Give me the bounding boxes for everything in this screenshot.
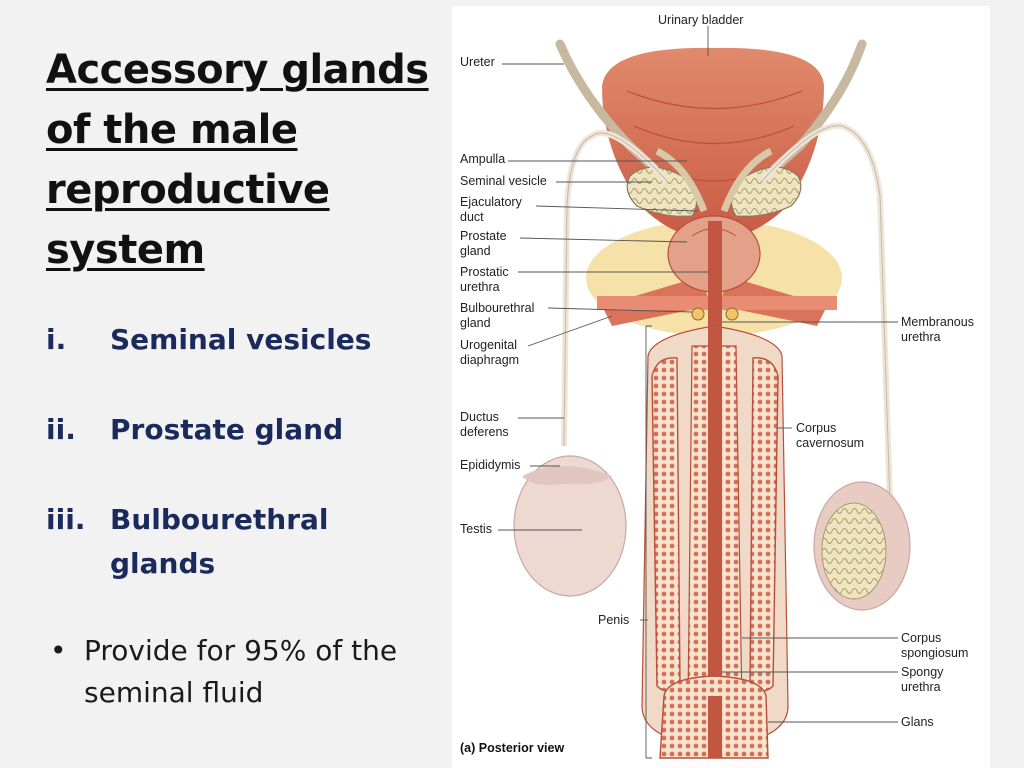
figure-caption: (a) Posterior view [460,741,564,755]
label-testis: Testis [460,522,492,536]
label-urogenital-diaphragm-2: diaphragm [460,353,519,367]
list-number: ii. [46,413,76,446]
ampulla-right [720,147,773,213]
bullet-text: Provide for 95% of the seminal fluid [84,634,398,709]
label-bulbourethral-gland-2: gland [460,316,491,330]
label-urinary-bladder: Urinary bladder [658,13,743,27]
label-ductus-deferens-2: deferens [460,425,509,439]
label-prostatic-urethra-2: urethra [460,280,500,294]
urinary-bladder [602,47,824,242]
bullet-point: • Provide for 95% of the seminal fluid [46,630,484,714]
label-penis: Penis [598,613,629,627]
testis-section [821,502,887,600]
label-bulbourethral-gland-1: Bulbourethral [460,301,534,315]
bulbourethral-gland-left [691,307,705,321]
list-number: i. [46,323,67,356]
label-epididymis: Epididymis [460,458,520,472]
list-text: Prostate gland [110,413,344,446]
ampulla-left [655,147,708,213]
corpus-cavernosum-right [749,357,779,692]
list-item: i. Seminal vesicles [46,318,436,362]
label-glans: Glans [901,715,934,729]
corpus-cavernosum-left [651,357,681,692]
epididymis-left [522,466,612,485]
label-membranous-urethra-2: urethra [901,330,941,344]
label-urogenital-diaphragm-1: Urogenital [460,338,517,352]
label-prostate-gland-1: Prostate [460,229,507,243]
slide-title: Accessory glands of the male reproductiv… [46,47,429,273]
label-spongy-urethra-2: urethra [901,680,941,694]
anatomy-figure: Urinary bladder Ureter Ampulla Seminal v… [452,6,990,768]
label-corpus-cavernosum-1: Corpus [796,421,836,435]
male-reproductive-diagram: Urinary bladder Ureter Ampulla Seminal v… [460,13,974,759]
list-number: iii. [46,503,86,536]
label-corpus-spongiosum-2: spongiosum [901,646,968,660]
list-item: ii. Prostate gland [46,408,436,452]
label-corpus-spongiosum-1: Corpus [901,631,941,645]
spongy-urethra [708,326,722,726]
label-ejaculatory-duct-1: Ejaculatory [460,195,523,209]
seminal-vesicle-left [626,166,698,217]
label-ureter: Ureter [460,55,495,69]
label-membranous-urethra-1: Membranous [901,315,974,329]
label-spongy-urethra-1: Spongy [901,665,944,679]
bullet-icon: • [50,634,67,667]
label-seminal-vesicle: Seminal vesicle [460,174,547,188]
label-prostatic-urethra-1: Prostatic [460,265,509,279]
label-ejaculatory-duct-2: duct [460,210,484,224]
label-ductus-deferens-1: Ductus [460,410,499,424]
gland-list: i. Seminal vesicles ii. Prostate gland i… [46,318,436,586]
label-prostate-gland-2: gland [460,244,491,258]
list-text: Seminal vesicles [110,323,372,356]
label-ampulla: Ampulla [460,152,505,166]
label-corpus-cavernosum-2: cavernosum [796,436,864,450]
bulbourethral-gland-right [725,307,739,321]
testis-left [513,455,627,597]
list-item: iii. Bulbourethral glands [46,498,436,586]
list-text: Bulbourethral glands [110,503,329,580]
seminal-vesicle-right [730,166,802,217]
